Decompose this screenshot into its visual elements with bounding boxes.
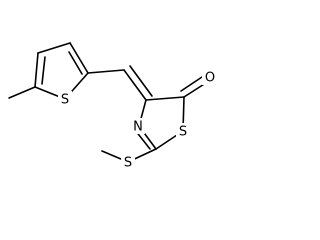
thiophene-sulfur-label: S (61, 93, 69, 108)
bonds (8, 42, 210, 163)
thioether-sulfur-atom: S (121, 154, 135, 171)
carbonyl-double (180, 74, 206, 92)
carbonyl-oxygen-label: O (205, 71, 215, 86)
exocyclic-double (129, 65, 153, 97)
thiophene-bond-c5-c4 (34, 52, 39, 88)
linker-bond (87, 69, 125, 74)
thiazolone-sulfur-atom: S (176, 123, 190, 140)
thiophene-sulfur-atom: S (58, 91, 72, 108)
ring-nitrogen-label: N (133, 120, 143, 135)
thiazolone-bond-c4-c5 (145, 96, 185, 101)
ring-nitrogen-atom: N (131, 118, 145, 135)
thiophene-bond-c4-c3 (37, 42, 71, 54)
methyl-bond (8, 86, 36, 99)
thioether-sulfur-label: S (124, 156, 132, 171)
thiazolone-sulfur-label: S (179, 125, 187, 140)
thiophene-bond-c3-c2 (69, 42, 89, 74)
molecule-structure: S S N O S (8, 42, 217, 171)
thiophene-double-c5-c4 (41, 56, 46, 85)
exocyclic-bond (123, 69, 147, 101)
carbonyl-oxygen-atom: O (202, 69, 217, 86)
atom-labels: S S N O S (58, 69, 217, 171)
thiophene-double-c3-c2 (68, 51, 83, 75)
